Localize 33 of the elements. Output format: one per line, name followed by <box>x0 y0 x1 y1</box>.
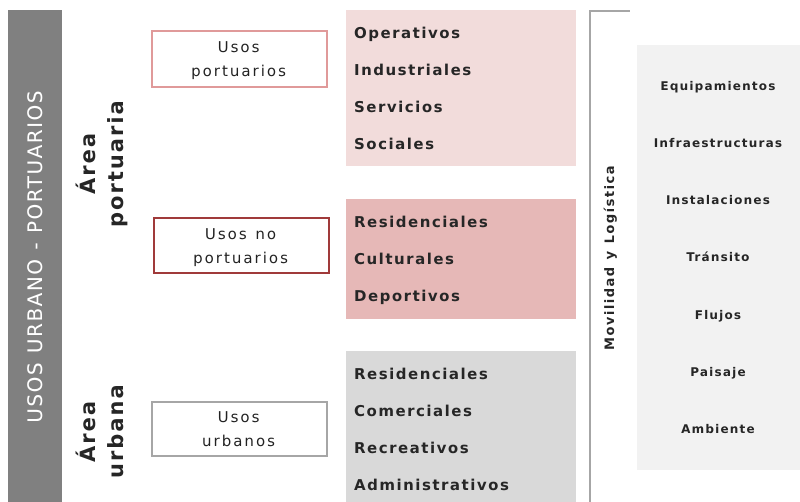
list-item: Residenciales <box>354 212 490 233</box>
list-item: Industriales <box>354 60 473 81</box>
list-item: Infraestructuras <box>654 136 784 150</box>
list-item: Recreativos <box>354 438 470 459</box>
list-item: Tránsito <box>686 250 751 264</box>
list-item: Paisaje <box>690 365 747 380</box>
list-panel <box>346 199 576 319</box>
list-panel <box>346 10 576 166</box>
title-band <box>8 10 62 502</box>
list-item: Residenciales <box>354 364 490 385</box>
category-box <box>153 217 330 274</box>
list-item: Comerciales <box>354 401 474 422</box>
list-item: Servicios <box>354 97 444 118</box>
list-item: Deportivos <box>354 286 462 307</box>
list-item: Administrativos <box>354 475 510 496</box>
vertical-box <box>589 10 630 502</box>
list-item: Instalaciones <box>666 193 772 208</box>
section-label: Área urbana <box>74 381 129 480</box>
category-label: Usos portuarios <box>190 37 289 82</box>
list-panel <box>346 351 576 502</box>
list-item: Equipamientos <box>660 78 777 93</box>
list-item: Sociales <box>354 134 436 155</box>
category-box <box>151 30 328 88</box>
vertical-label: Movilidad y Logística <box>603 164 618 350</box>
category-label: Usos no portuarios <box>192 224 291 268</box>
band-title: USOS URBANO - PORTUARIOS <box>23 89 47 423</box>
list-item: Culturales <box>354 249 456 270</box>
list-item: Flujos <box>694 308 742 322</box>
list-item: Operativos <box>354 23 462 44</box>
category-label: Usos urbanos <box>201 407 278 452</box>
section-label: Área portuaria <box>74 97 129 229</box>
list-item: Ambiente <box>681 422 756 436</box>
category-box <box>151 401 328 457</box>
